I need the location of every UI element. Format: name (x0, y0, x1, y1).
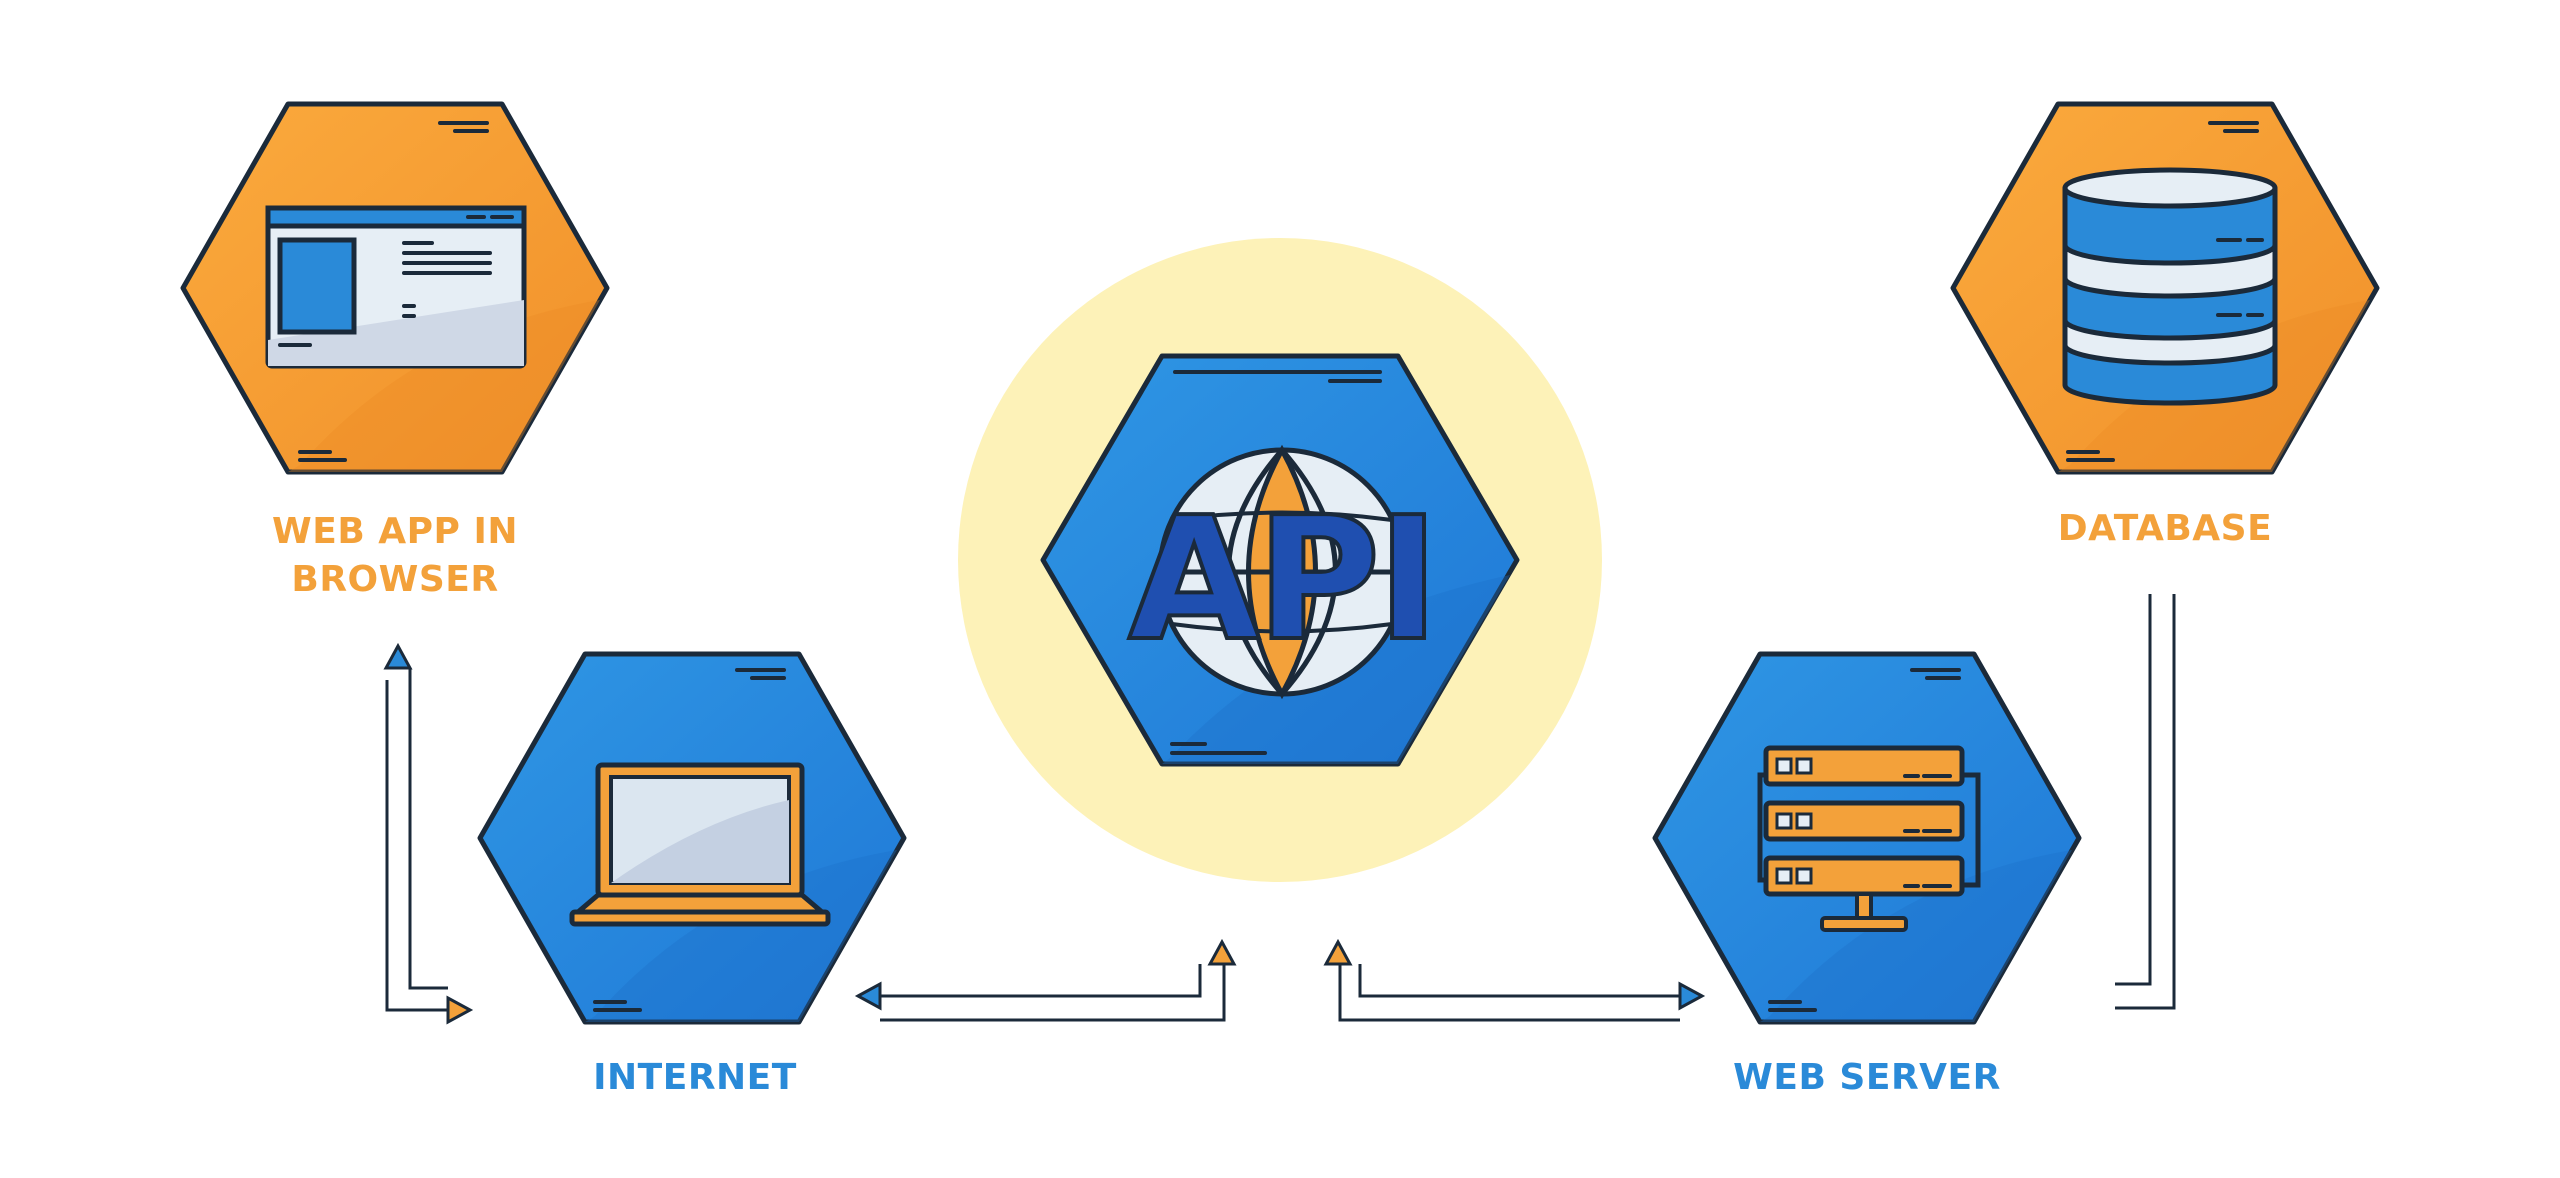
laptop-icon (569, 762, 831, 927)
internet-label: INTERNET (593, 1057, 797, 1098)
web-server-label: WEB SERVER (1733, 1057, 2001, 1098)
api-label: API (1128, 481, 1435, 679)
browser-window-icon (265, 205, 527, 369)
database-label: DATABASE (2057, 508, 2273, 549)
arrow-left-to-internet-icon (854, 981, 882, 1011)
connector-api-webserver (1338, 964, 1680, 1022)
internet-node (477, 651, 907, 1025)
web-app-node (180, 101, 610, 475)
web-server-node (1652, 651, 2082, 1025)
connector-internet-api (880, 964, 1226, 1022)
connector-webapp-internet (385, 668, 448, 1012)
web-app-label: WEB APP IN BROWSER (245, 508, 545, 604)
server-rack-icon (1757, 745, 1981, 932)
database-node (1950, 101, 2380, 475)
web-app-label-line1: WEB APP IN (272, 511, 518, 552)
api-node: API (1040, 353, 1520, 767)
database-icon (2062, 167, 2278, 406)
arrow-right-to-internet-icon (446, 995, 474, 1025)
web-app-label-line2: BROWSER (291, 559, 499, 600)
arrow-up-to-api-icon (1207, 938, 1237, 966)
arrow-up-from-webserver-icon (1323, 938, 1353, 966)
arrow-up-to-webapp-icon (383, 642, 413, 670)
connector-webserver-database (2115, 594, 2176, 1010)
arrow-right-to-webserver-icon (1678, 981, 1706, 1011)
globe-icon (1157, 444, 1407, 700)
